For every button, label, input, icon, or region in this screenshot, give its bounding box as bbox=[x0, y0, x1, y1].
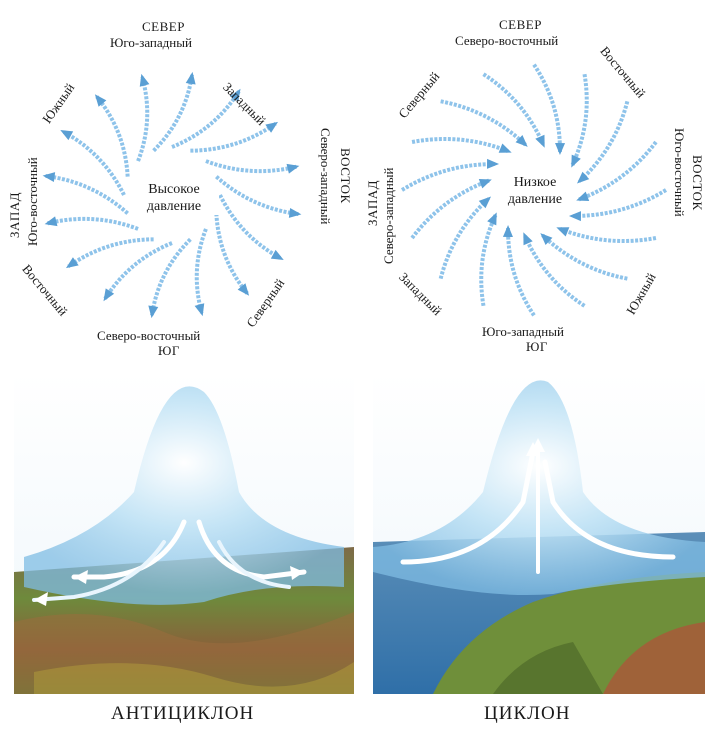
cyclone-north-label: СЕВЕР bbox=[499, 17, 542, 32]
anticyclone-airflow-1 bbox=[71, 519, 187, 580]
cyclone-land-patch bbox=[493, 642, 603, 694]
anticyclone-wind-arrow bbox=[148, 237, 192, 319]
cyclone-wind-arrow bbox=[438, 196, 492, 280]
anticyclone-center-label: Высокое давление bbox=[129, 181, 219, 215]
anticyclone-arrowhead-1 bbox=[34, 592, 48, 606]
cyclone-wind-arrow bbox=[411, 136, 512, 154]
anticyclone-arrows bbox=[42, 71, 302, 319]
cyclone-land-red bbox=[603, 622, 705, 694]
anticyclone-wind-arrow bbox=[215, 175, 302, 218]
cyclone-wind-arrow bbox=[568, 188, 668, 222]
cyclone-wind-arrow bbox=[540, 233, 628, 281]
cyclone-center-line2: давление bbox=[507, 192, 563, 207]
anticyclone-south-label: ЮГ bbox=[158, 343, 180, 358]
cyclone-west-label: ЗАПАД bbox=[365, 179, 380, 226]
anticyclone-land-patch bbox=[14, 612, 354, 694]
cyclone-wind-arrow bbox=[400, 158, 500, 192]
anticyclone-arrowhead-2 bbox=[74, 570, 88, 584]
cyclone-airflow-1 bbox=[400, 449, 536, 565]
anticyclone-west-label: ЗАПАД bbox=[7, 191, 22, 238]
cyclone-wind-arrow bbox=[410, 178, 492, 240]
anticyclone-wind-arrow bbox=[171, 88, 241, 149]
cyclone-caption: ЦИКЛОН bbox=[484, 703, 571, 724]
anticyclone-wind-arrow bbox=[152, 71, 196, 153]
anticyclone-center-line1: Высокое bbox=[148, 182, 200, 197]
cyclone-arrowhead-2 bbox=[531, 438, 545, 452]
anticyclone-wind-arrow bbox=[94, 94, 130, 177]
cyclone-wind-arrow bbox=[440, 99, 528, 147]
cyclone-airflow-2 bbox=[542, 459, 676, 560]
anticyclone-left-wind: Юго-восточный bbox=[25, 157, 40, 246]
cyclone-wind-diagram: СЕВЕР Северо-восточный Восточный ВОСТОК … bbox=[354, 0, 709, 360]
anticyclone-arrowhead-3 bbox=[290, 566, 304, 580]
cyclone-east-label: ВОСТОК bbox=[690, 155, 705, 211]
anticyclone-airflow-2 bbox=[196, 519, 307, 580]
anticyclone-wind-arrow bbox=[205, 159, 300, 174]
cyclone-arrows bbox=[400, 63, 668, 317]
anticyclone-air-dome bbox=[24, 386, 344, 605]
cyclone-illustration bbox=[373, 372, 705, 694]
cyclone-center-label: Низкое давление bbox=[495, 174, 575, 208]
anticyclone-east-label: ВОСТОК bbox=[338, 148, 353, 204]
anticyclone-center-line2: давление bbox=[146, 199, 202, 214]
anticyclone-right-wind: Северо-западный bbox=[318, 128, 333, 225]
cyclone-wind-arrow bbox=[522, 232, 586, 308]
anticyclone-wind-arrow bbox=[60, 129, 126, 196]
cyclone-center-line1: Низкое bbox=[513, 175, 557, 190]
anticyclone-caption: АНТИЦИКЛОН bbox=[111, 703, 255, 724]
anticyclone-wind-arrow bbox=[42, 172, 129, 215]
cyclone-wind-arrow bbox=[479, 212, 498, 307]
anticyclone-wind-arrow bbox=[190, 121, 279, 153]
anticyclone-wind-arrow bbox=[136, 73, 150, 162]
anticyclone-top-wind: Юго-западный bbox=[110, 35, 192, 50]
cyclone-south-label: ЮГ bbox=[526, 339, 548, 354]
anticyclone-illustration bbox=[14, 372, 354, 694]
anticyclone-wind-diagram: СЕВЕР Юго-западный Западный ВОСТОК Север… bbox=[0, 0, 354, 360]
anticyclone-wind-arrow bbox=[218, 194, 284, 261]
cyclone-bottom-wind: Юго-западный bbox=[482, 324, 564, 339]
cyclone-left-wind: Северо-западный bbox=[381, 167, 396, 264]
cyclone-wind-arrow bbox=[556, 226, 657, 244]
cyclone-wind-arrow bbox=[576, 140, 658, 202]
anticyclone-wind-arrow bbox=[44, 216, 139, 231]
anticyclone-wind-arrow bbox=[65, 237, 154, 269]
anticyclone-bottom-wind: Северо-восточный bbox=[97, 328, 201, 343]
anticyclone-wind-arrow bbox=[214, 213, 250, 296]
cyclone-wind-arrow bbox=[532, 63, 566, 156]
cyclone-wind-arrow bbox=[576, 100, 630, 184]
cyclone-wind-arrow bbox=[482, 72, 546, 148]
anticyclone-airflow-3 bbox=[32, 540, 166, 602]
anticyclone-airflow-4 bbox=[217, 540, 291, 589]
anticyclone-wind-arrow bbox=[194, 228, 208, 317]
anticyclone-land-patch-2 bbox=[34, 662, 354, 694]
cyclone-right-wind: Юго-восточный bbox=[672, 128, 687, 217]
cyclone-wind-arrow bbox=[502, 224, 536, 317]
cyclone-wind-arrow bbox=[570, 73, 589, 168]
anticyclone-north-label: СЕВЕР bbox=[142, 19, 185, 34]
anticyclone-wind-arrow bbox=[103, 241, 173, 302]
cyclone-top-wind: Северо-восточный bbox=[455, 33, 559, 48]
